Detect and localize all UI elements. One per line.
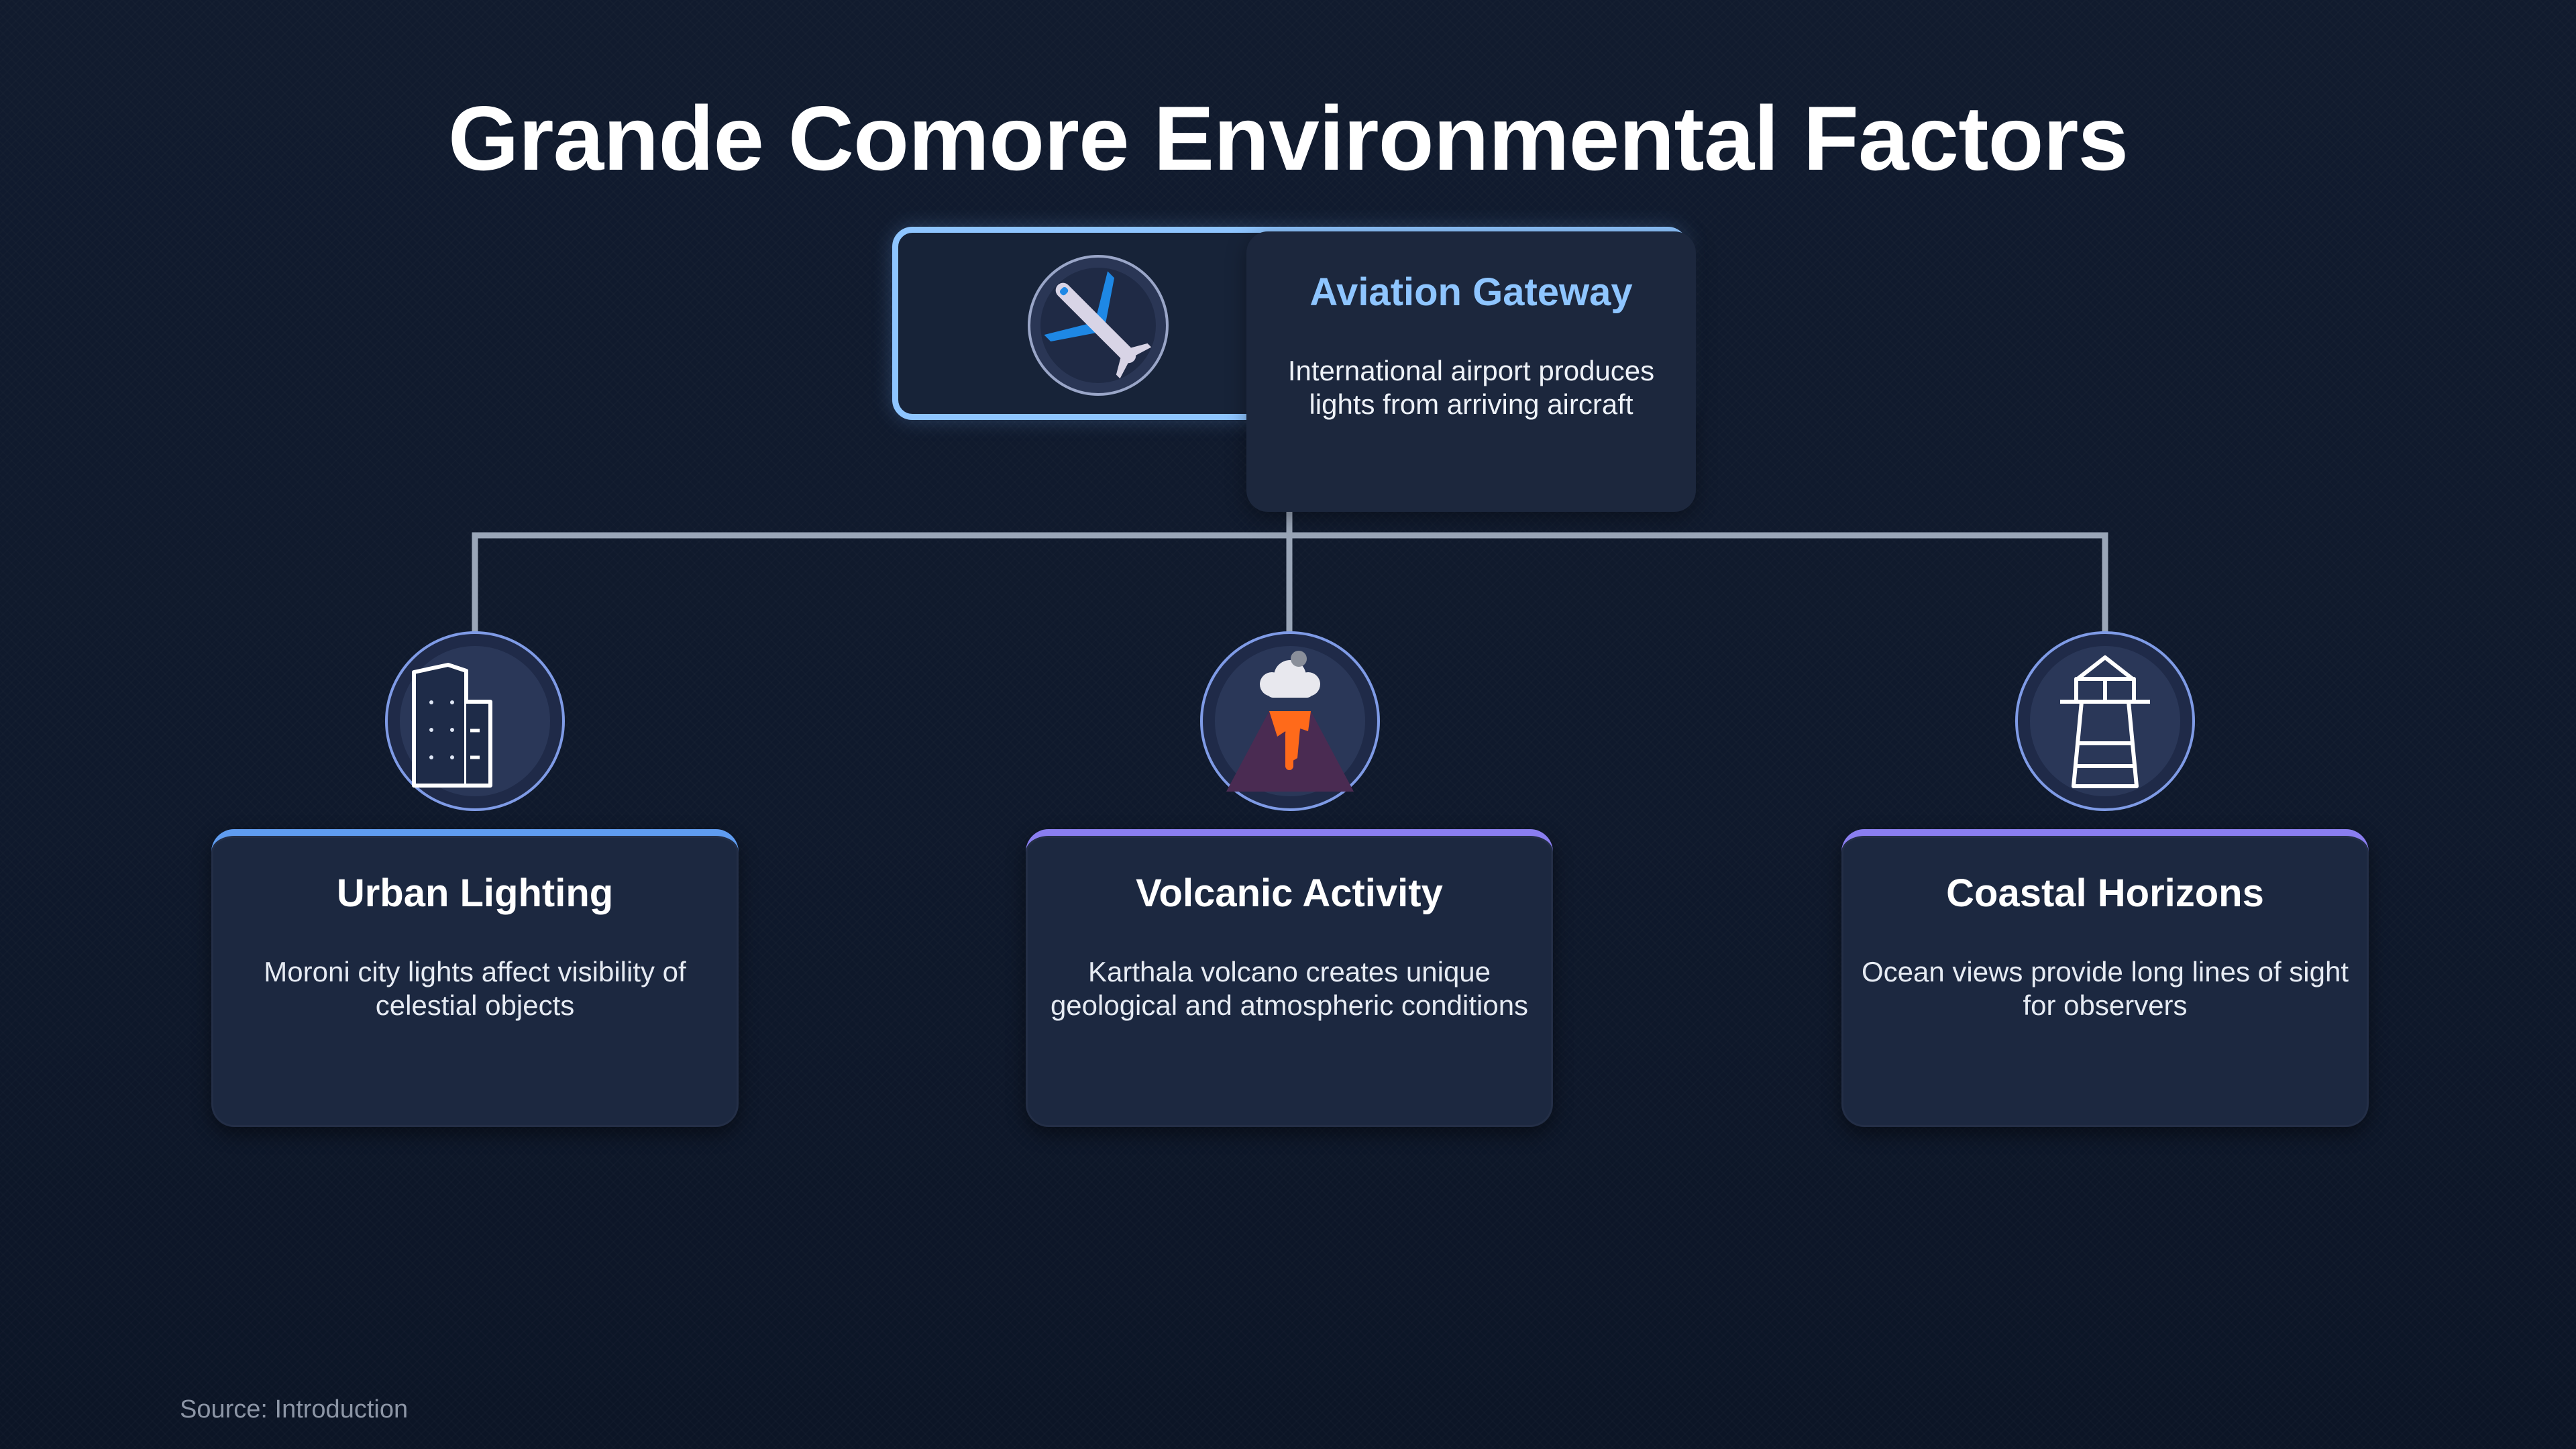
card-coastal-horizons: Coastal Horizons Ocean views provide lon… — [1841, 829, 2369, 1127]
city-buildings-icon — [385, 631, 565, 811]
volcano-icon — [1200, 631, 1380, 811]
card-heading: Coastal Horizons — [1946, 871, 2264, 915]
card-description: Ocean views provide long lines of sight … — [1861, 956, 2349, 1021]
root-description-panel — [1246, 231, 1696, 512]
source-note: Source: Introduction — [180, 1395, 409, 1424]
root-description: International airport produces lights fr… — [1287, 355, 1655, 420]
card-heading: Urban Lighting — [336, 871, 614, 915]
card-urban-lighting: Urban Lighting Moroni city lights affect… — [211, 829, 739, 1127]
card-description: Moroni city lights affect visibility of … — [264, 956, 686, 1021]
root-heading: Aviation Gateway — [1309, 270, 1633, 314]
card-description: Karthala volcano creates unique geologic… — [1050, 956, 1529, 1021]
card-volcanic-activity: Volcanic Activity Karthala volcano creat… — [1026, 829, 1553, 1127]
card-heading: Volcanic Activity — [1136, 871, 1443, 915]
airplane-icon — [1028, 255, 1169, 396]
page-title: Grande Comore Environmental Factors — [447, 87, 2129, 189]
lighthouse-icon — [2015, 631, 2195, 811]
